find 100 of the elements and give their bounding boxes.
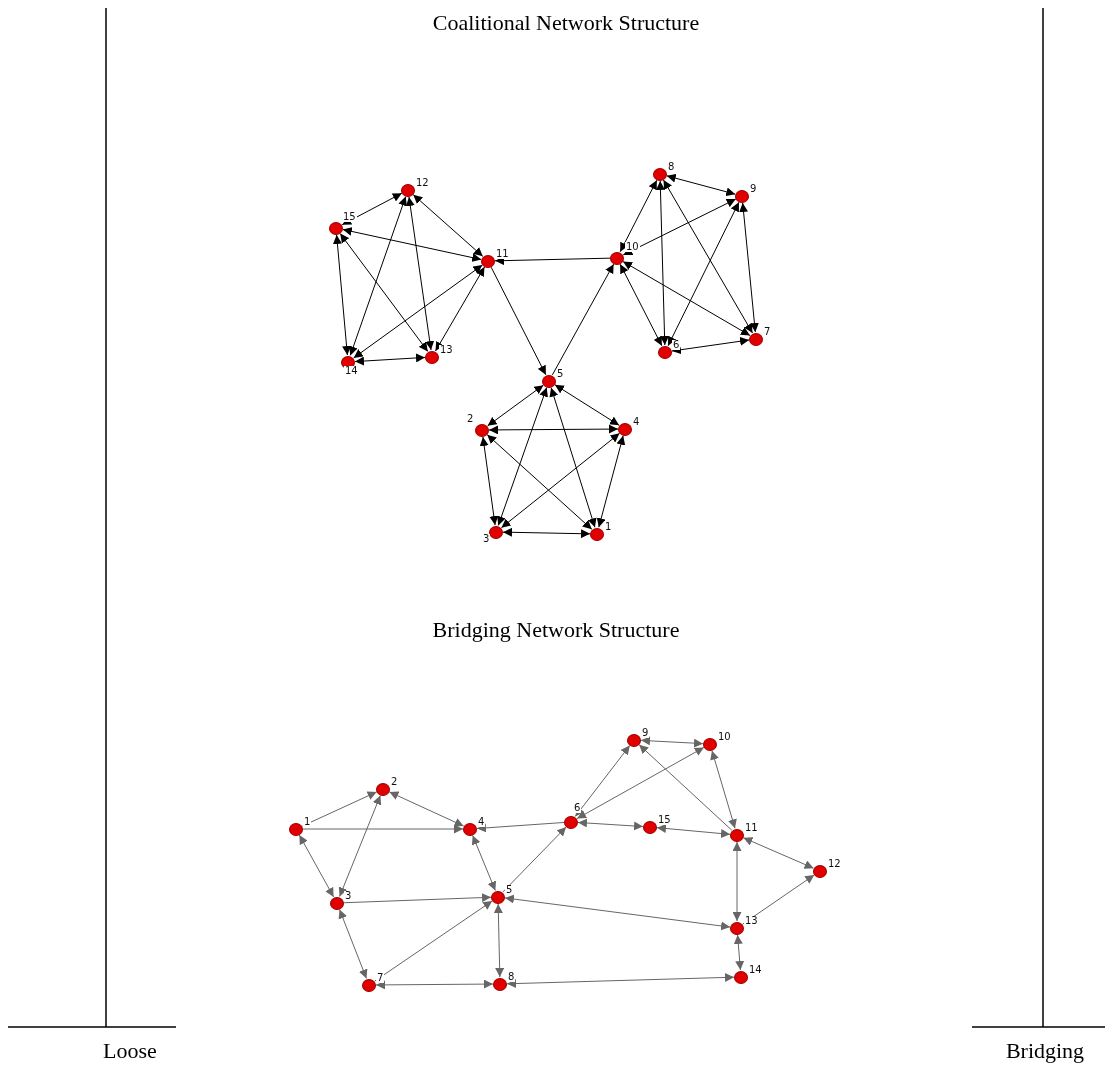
node-number: 5 [505,885,514,895]
arrow [374,900,493,982]
arrow [353,264,483,359]
arrow [412,194,484,257]
arrow [343,893,492,904]
node-number: 10 [625,242,640,252]
network-node [730,828,744,842]
node-number: 1 [604,522,613,532]
arrow [301,791,378,827]
node-number: 8 [667,162,676,172]
arrow [656,824,731,838]
network-node [610,251,624,265]
arrow [574,745,631,817]
node-number: 3 [482,534,491,544]
arrow [435,266,485,352]
network-node [653,167,667,181]
arrow [549,387,597,528]
arrow [554,384,620,426]
arrow [338,795,382,897]
arrow [298,834,335,898]
node-number: 12 [827,859,842,869]
network-node [627,733,641,747]
network-node [401,183,415,197]
arrow [502,527,591,539]
node-number: 13 [439,345,454,355]
node-number: 4 [632,417,641,427]
network-node [542,374,556,388]
arrow [490,266,547,376]
network-node [618,422,632,436]
node-number: 12 [415,178,430,188]
axis-end-label: Bridging [1005,1038,1085,1064]
network-node [289,822,303,836]
arrow [667,201,740,347]
arrow [742,874,815,925]
network-node [749,332,763,346]
arrow [733,934,745,971]
arrow [494,256,611,266]
arrow [354,353,426,366]
arrow [622,198,737,256]
node-number: 1 [303,817,312,827]
network-node [643,820,657,834]
arrow [506,972,735,989]
node-number: 8 [507,972,516,982]
network-node [735,189,749,203]
arrow [339,233,429,352]
arrow [638,744,733,831]
arrow [502,826,567,893]
node-number: 11 [744,823,759,833]
arrow [663,179,753,334]
axis-end-label: Loose [103,1038,157,1064]
network-title: Coalitional Network Structure [432,10,700,36]
arrow [576,746,705,820]
arrow [405,196,435,351]
node-number: 9 [641,728,650,738]
arrow [504,894,731,931]
arrow [488,424,619,435]
arrow [487,384,544,427]
arrow [640,736,704,748]
network-node [813,864,827,878]
arrow [622,261,751,336]
network-title: Bridging Network Structure [432,617,680,643]
network-node [658,345,672,359]
arrow [388,791,465,827]
node-number: 2 [390,777,399,787]
arrow [671,336,750,355]
node-number: 6 [573,803,582,813]
arrow [739,202,759,333]
node-number: 15 [342,212,357,222]
network-node [362,978,376,992]
node-number: 7 [376,973,385,983]
node-number: 13 [744,916,759,926]
arrow [479,436,499,526]
node-number: 3 [344,891,353,901]
arrow [341,192,403,226]
arrow [375,979,494,990]
arrow [332,234,352,356]
node-number: 11 [495,249,510,259]
network-node [425,350,439,364]
arrow [302,824,464,834]
network-node [463,822,477,836]
arrow [710,750,737,829]
network-node [376,782,390,796]
arrow [342,227,482,262]
arrow [577,818,644,831]
network-node [493,977,507,991]
arrow [476,822,565,833]
arrow [471,834,497,892]
node-number: 7 [763,327,772,337]
node-number: 6 [672,340,681,350]
arrow [666,173,736,197]
network-node [730,921,744,935]
arrow [500,432,621,529]
arrow [732,841,742,922]
network-node [491,890,505,904]
network-node [489,525,503,539]
arrow [551,263,615,376]
node-number: 10 [717,732,732,742]
network-node [734,970,748,984]
network-node [703,737,717,751]
node-number: 14 [748,965,763,975]
